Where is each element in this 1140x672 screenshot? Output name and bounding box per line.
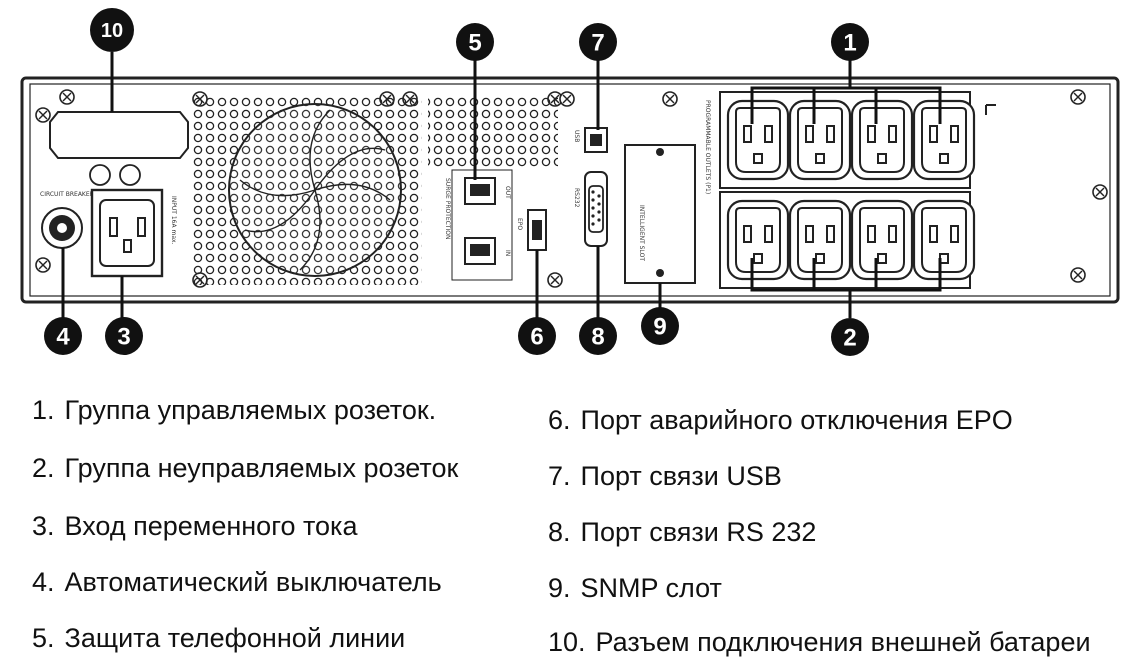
legend-text: Автоматический выключатель (64, 567, 442, 597)
programmable-outlet-group: PROGRAMMABLE OUTLETS (P1) (704, 91, 996, 194)
snmp-slot: INTELLIGENT SLOT (624, 144, 696, 284)
legend-item-2: 2. Группа неуправляемых розеток (32, 452, 458, 484)
legend-num: 5. (32, 623, 55, 653)
usb-port: USB (573, 127, 608, 153)
svg-text:4: 4 (56, 324, 70, 351)
rs232-label: RS232 (573, 188, 580, 208)
surge-protection-ports: SURGE PROTECTION OUT IN (444, 169, 513, 281)
legend-num: 1. (32, 395, 55, 425)
legend-item-7: 7. Порт связи USB (548, 460, 782, 492)
callout-8: 8 (579, 317, 617, 355)
svg-text:3: 3 (117, 324, 130, 351)
legend-num: 6. (548, 405, 571, 435)
callout-9: 9 (641, 307, 679, 345)
legend-text: Порт связи RS 232 (580, 517, 817, 547)
legend-num: 4. (32, 567, 55, 597)
callout-7: 7 (579, 23, 617, 61)
circuit-breaker: CIRCUIT BREAKER (40, 191, 94, 249)
callout-5: 5 (456, 23, 494, 61)
svg-text:9: 9 (653, 314, 666, 341)
legend-item-5: 5. Защита телефонной линии (32, 622, 405, 654)
svg-text:5: 5 (468, 30, 481, 57)
legend-text: Вход переменного тока (64, 511, 358, 541)
svg-text:10: 10 (101, 20, 123, 42)
svg-text:6: 6 (530, 324, 543, 351)
non-programmable-outlet-group (719, 191, 976, 289)
legend-item-9: 9. SNMP слот (548, 572, 722, 604)
legend-num: 10. (548, 627, 586, 657)
legend-num: 2. (32, 453, 55, 483)
in-label: IN (504, 250, 511, 256)
callout-6: 6 (518, 317, 556, 355)
external-battery-connector (49, 111, 189, 186)
legend-text: Разъем подключения внешней батареи (595, 627, 1091, 657)
surge-protection-label: SURGE PROTECTION (444, 178, 451, 240)
legend-text: Защита телефонной линии (64, 623, 406, 653)
leader-lines (61, 52, 942, 320)
usb-label: USB (573, 130, 580, 142)
legend-text: Группа управляемых розеток. (64, 395, 437, 425)
rs232-port: RS232 (573, 171, 608, 247)
callout-10: 10 (90, 8, 134, 52)
legend-item-4: 4. Автоматический выключатель (32, 566, 442, 598)
callout-1: 1 (831, 23, 869, 61)
legend-text: Порт связи USB (580, 461, 782, 491)
callout-3: 3 (105, 317, 143, 355)
legend-item-10: 10. Разъем подключения внешней батареи (548, 626, 1091, 658)
svg-text:2: 2 (843, 325, 856, 352)
legend-num: 8. (548, 517, 571, 547)
legend-text: Порт аварийного отключения EPO (580, 405, 1013, 435)
legend-item-3: 3. Вход переменного тока (32, 510, 357, 542)
ups-rear-panel-diagram: CIRCUIT BREAKER INPUT 16A max. SURGE PRO… (20, 8, 1120, 356)
input-label: INPUT 16A max. (170, 196, 177, 245)
legend-item-6: 6. Порт аварийного отключения EPO (548, 404, 1013, 436)
ac-input-socket: INPUT 16A max. (90, 188, 177, 278)
callout-4: 4 (44, 317, 82, 355)
intelligent-slot-label: INTELLIGENT SLOT (638, 205, 645, 261)
svg-text:8: 8 (591, 324, 604, 351)
out-label: OUT (504, 186, 511, 199)
callout-2: 2 (831, 318, 869, 356)
legend-item-8: 8. Порт связи RS 232 (548, 516, 816, 548)
fan-grille (192, 95, 558, 285)
legend-num: 7. (548, 461, 571, 491)
svg-text:7: 7 (591, 30, 604, 57)
programmable-outlets-label: PROGRAMMABLE OUTLETS (P1) (704, 100, 711, 194)
svg-text:1: 1 (843, 30, 856, 57)
legend-item-1: 1. Группа управляемых розеток. (32, 394, 436, 426)
epo-label: EPO (516, 218, 523, 230)
legend-text: Группа неуправляемых розеток (64, 453, 459, 483)
circuit-breaker-label: CIRCUIT BREAKER (40, 191, 94, 198)
legend-num: 9. (548, 573, 571, 603)
legend-num: 3. (32, 511, 55, 541)
legend-text: SNMP слот (580, 573, 722, 603)
